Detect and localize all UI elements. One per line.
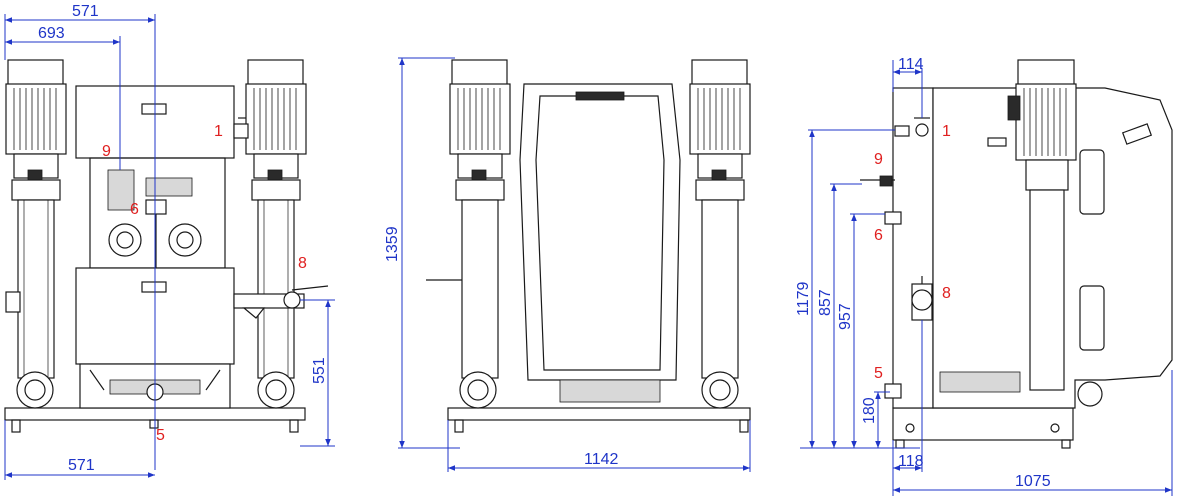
front-valve-1 (233, 117, 249, 139)
dim-text: 1359 (384, 226, 401, 262)
right-view: 114 1179 857 957 180 118 (795, 56, 1173, 496)
front-cabinet-handle-lower (141, 281, 167, 293)
dim-text: 693 (38, 25, 65, 42)
front-inner-piping (89, 157, 226, 269)
right-dim-114: 114 (892, 56, 924, 118)
right-dim-180: 180 (861, 391, 890, 448)
front-left-pump (5, 59, 67, 409)
right-bottom-piping (939, 371, 1103, 407)
right-dim-1075: 1075 (892, 370, 1173, 496)
dim-text: 118 (898, 453, 924, 470)
front-valve-8 (233, 285, 329, 319)
callout-9: 9 (874, 151, 883, 168)
dim-text: 1142 (584, 451, 619, 468)
front-dim-551: 551 (300, 299, 335, 447)
right-base-frame (892, 407, 1074, 441)
middle-right-pump (689, 59, 751, 409)
callout-1: 1 (942, 123, 951, 140)
callout-5: 5 (874, 365, 883, 382)
callout-8: 8 (298, 255, 307, 272)
callout-5: 5 (156, 427, 165, 444)
right-dim-1179: 1179 (795, 129, 895, 448)
right-manifold-plate (892, 87, 934, 409)
dim-text: 1075 (1015, 473, 1051, 490)
dim-text: 180 (861, 397, 878, 424)
right-dim-857: 857 (817, 183, 862, 448)
callout-6: 6 (874, 227, 883, 244)
dim-text: 957 (837, 303, 854, 330)
callout-9: 9 (102, 143, 111, 160)
right-port-5 (884, 383, 902, 399)
middle-dim-1142: 1142 (447, 420, 751, 472)
front-right-pump (245, 59, 307, 409)
front-view: 571 693 551 571 1 9 6 8 5 (4, 3, 335, 480)
dim-text: 551 (311, 357, 328, 384)
front-foot-mid (149, 419, 159, 429)
callout-1: 1 (214, 123, 223, 140)
right-valve-9 (860, 175, 895, 187)
middle-dim-1359: 1359 (384, 57, 460, 449)
front-cabinet-handle-upper (141, 103, 167, 115)
right-port-6 (884, 211, 902, 225)
callout-6: 6 (130, 201, 139, 218)
dim-text: 857 (817, 289, 834, 316)
middle-view: 1359 1142 (384, 57, 751, 472)
dim-text: 571 (68, 457, 95, 474)
front-dim-571-top: 571 (4, 3, 156, 470)
front-foot-right (289, 419, 299, 433)
right-dim-118: 118 (892, 320, 924, 472)
dim-text: 1179 (795, 281, 812, 316)
front-foot-left (11, 419, 21, 433)
middle-base-frame (447, 407, 751, 421)
callout-8: 8 (942, 285, 951, 302)
front-dim-571-bottom: 571 (4, 420, 155, 480)
front-dim-693: 693 (5, 25, 121, 170)
right-pump (1007, 59, 1077, 391)
right-dim-957: 957 (837, 213, 885, 448)
middle-control-cabinet (519, 83, 681, 403)
dim-text: 114 (898, 56, 924, 73)
dim-text: 571 (72, 3, 99, 20)
middle-left-pump (426, 59, 511, 409)
